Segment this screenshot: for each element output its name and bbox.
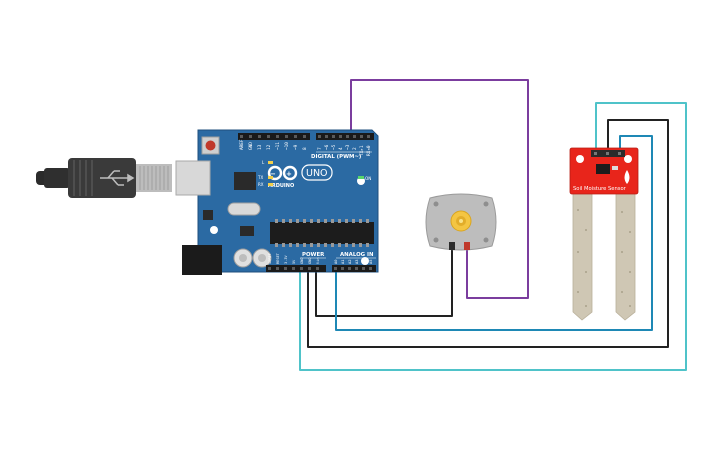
digital-header-left[interactable] [238,133,310,140]
mounting-hole [576,155,584,163]
dc-motor[interactable] [425,193,497,251]
pin-label: A2 [347,259,352,264]
led-tx [268,176,273,179]
pin-label: 7 [317,147,323,150]
mounting-hole [361,257,369,265]
led-rx [268,183,273,186]
pin-label: TX▸1 [359,145,365,156]
mounting-hole [210,226,218,234]
pin-label: ~11 [275,142,281,150]
analog-header[interactable] [332,265,376,272]
power-label: POWER [302,252,325,258]
sensor-probe-left [572,189,593,321]
pin-label: ~3 [345,144,351,150]
led-rx-label: RX [258,182,264,187]
pin-label: A4 [361,259,366,264]
led-l-label: L [262,160,265,165]
pin-label: GND [300,258,304,265]
pin-label: 8 [302,147,308,150]
arduino-logo-icon [267,165,298,181]
soil-moisture-sensor[interactable]: Soil Moisture Sensor [569,147,639,321]
wire-purple-digital-to-motor[interactable] [350,79,529,299]
pin-label: 4 [338,147,344,150]
pin-label: A3 [354,259,359,264]
wire-blue-a0-to-sensor[interactable] [335,135,653,331]
wires [299,79,687,371]
digital-header-right[interactable] [316,133,374,140]
pin-label: ~9 [293,144,299,150]
pin-label: GND [308,258,312,265]
usb-icon [100,170,135,186]
pin-label: RX◂0 [366,145,372,156]
pin-label: AREF [239,139,245,150]
wire-black-gnd-to-motor[interactable] [315,245,453,317]
usb-b-port [175,160,211,196]
digital-pin-labels: AREF GND 13 12 ~11 ~10 ~9 8 7 ~6 ~5 4 ~3… [239,139,372,156]
pin-label: 2 [352,147,358,150]
pin-label: 12 [266,144,272,150]
model-label: UNO [306,168,328,179]
mounting-hole [624,155,632,163]
pin-label: A5 [368,259,373,264]
pin-label: A0 [333,259,338,264]
model-badge [301,164,333,181]
usb-chip [234,172,256,190]
sensor-probe-right [615,189,636,321]
pin-label: ~6 [324,144,330,150]
pin-label: ~10 [284,142,290,150]
motor-terminal-red[interactable] [464,242,470,250]
power-header[interactable] [266,265,326,272]
pin-label: 3.3V [284,255,288,264]
dc-power-jack [182,245,222,275]
svg-text:−: − [270,170,276,178]
arduino-uno-board[interactable]: AREF GND 13 12 ~11 ~10 ~9 8 7 ~6 ~5 4 ~3… [175,129,379,275]
svg-text:+: + [286,170,292,178]
led-on [358,176,364,179]
analog-pin-labels: A0 A1 A2 A3 A4 A5 [333,259,373,264]
led-tx-label: TX [257,175,263,180]
pin-label: RESET [276,252,280,264]
analog-label: ANALOG IN [340,252,374,258]
pin-label: A1 [340,259,345,264]
sensor-label: Soil Moisture Sensor [573,186,627,192]
atmega-chip [270,222,374,244]
flame-logo-icon [624,170,630,184]
led-on-label: ON [365,176,371,181]
usb-cable[interactable] [36,158,172,198]
pin-label: 13 [257,144,263,150]
motor-terminal-black[interactable] [449,242,455,250]
crystal-oscillator [227,202,261,216]
wire-teal-5v-to-sensor[interactable] [299,102,687,371]
pin-label: GND [248,142,254,150]
wire-black-gnd-to-sensor[interactable] [307,119,669,348]
pin-label: ~5 [331,144,337,150]
led-l [268,161,273,164]
digital-label: DIGITAL (PWM~) [311,154,361,160]
pin-label: 5V [292,259,296,264]
pin-label: IOREF [268,253,272,264]
power-pin-labels: IOREF RESET 3.3V 5V GND GND Vin [268,252,320,264]
pin-label: Vin [316,258,320,265]
brand-label: ARDUINO [268,183,294,189]
